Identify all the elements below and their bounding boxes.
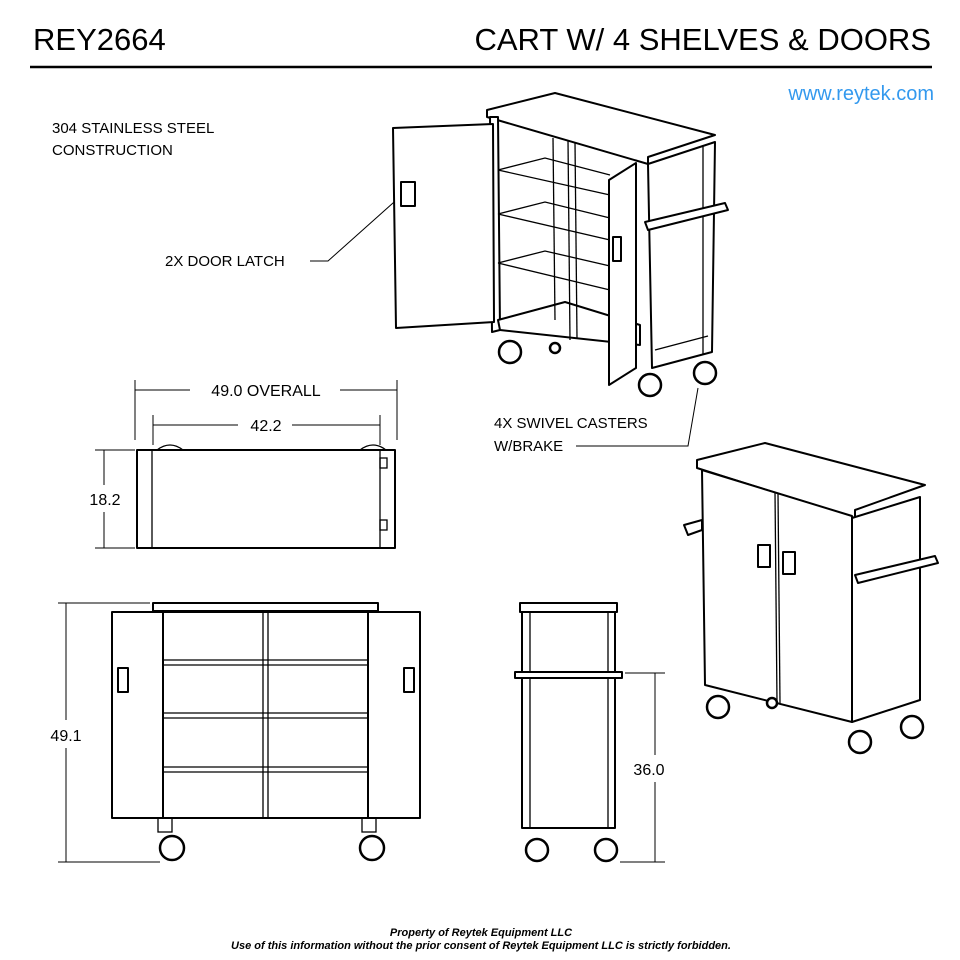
door-latch-callout: 2X DOOR LATCH <box>165 253 285 270</box>
casters-callout-line1: 4X SWIVEL CASTERS <box>494 415 648 432</box>
dimension-overall-height: 49.1 <box>50 602 160 863</box>
isometric-view-open-doors <box>392 92 729 398</box>
casters-callout-line2: W/BRAKE <box>494 438 563 455</box>
depth-label: 18.2 <box>89 492 120 509</box>
top-view <box>136 444 396 549</box>
footer-property: Property of Reytek Equipment LLC <box>390 927 573 939</box>
footer-disclaimer: Use of this information without the prio… <box>231 940 731 952</box>
dimension-inner-width: 42.2 <box>152 415 381 445</box>
overall-width-label: 49.0 OVERALL <box>211 383 321 400</box>
dimension-overall-width: 49.0 OVERALL <box>134 380 398 440</box>
website-link[interactable]: www.reytek.com <box>787 83 934 105</box>
material-note-line1: 304 STAINLESS STEEL <box>52 120 214 137</box>
overall-height-label: 49.1 <box>50 728 81 745</box>
handle-height-label: 36.0 <box>633 762 664 779</box>
side-view <box>514 602 623 863</box>
isometric-view-closed-doors <box>683 442 939 755</box>
dimension-depth: 18.2 <box>89 449 135 549</box>
material-note-line2: CONSTRUCTION <box>52 142 173 159</box>
dimension-handle-height: 36.0 <box>620 672 665 863</box>
inner-width-label: 42.2 <box>250 418 281 435</box>
front-view <box>111 602 421 862</box>
model-number: REY2664 <box>33 22 166 57</box>
casters-leader <box>576 387 699 447</box>
drawing-title: CART W/ 4 SHELVES & DOORS <box>474 22 931 57</box>
door-latch-leader <box>310 194 403 262</box>
